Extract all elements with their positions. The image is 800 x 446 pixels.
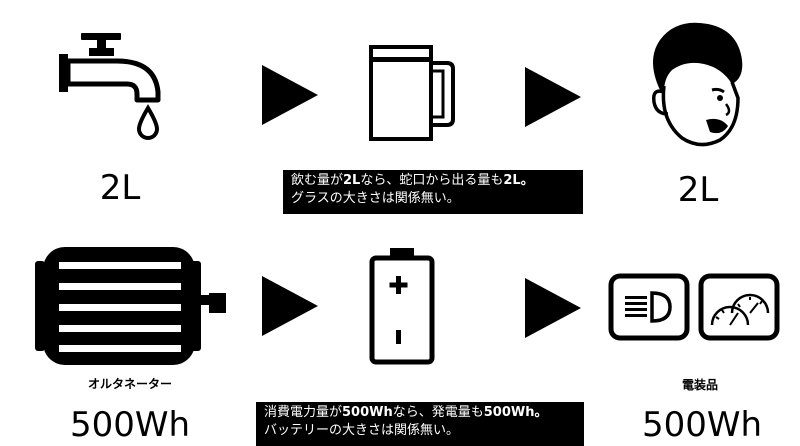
arrow-right-icon <box>525 278 581 338</box>
electric-caption: 消費電力量が500Whなら、発電量も500Wh。 バッテリーの大きさは関係無い。 <box>256 402 584 446</box>
battery-icon <box>368 248 436 366</box>
faucet-icon <box>55 32 165 140</box>
electrical-equipment-label: 電装品 <box>681 378 718 392</box>
water-caption-line1: 飲む量が2Lなら、蛇口から出る量も2L。 <box>291 173 534 188</box>
arrow-right-icon <box>525 67 581 127</box>
alternator-icon <box>35 247 230 365</box>
electric-caption-line1: 消費電力量が500Whなら、発電量も500Wh。 <box>264 405 548 420</box>
water-caption-line2: グラスの大きさは関係無い。 <box>291 191 460 206</box>
faucet-volume-value: 2L <box>99 168 141 208</box>
drink-volume-value: 2L <box>677 170 719 210</box>
alternator-label: オルタネーター <box>87 377 172 391</box>
electric-caption-line2: バッテリーの大きさは関係無い。 <box>264 423 460 438</box>
consumption-value: 500Wh <box>641 405 763 445</box>
arrow-right-icon <box>262 276 318 336</box>
gauges-icon <box>698 273 780 341</box>
arrow-right-icon <box>262 65 318 125</box>
generation-value: 500Wh <box>69 405 191 445</box>
person-face-icon <box>642 20 747 152</box>
water-caption: 飲む量が2Lなら、蛇口から出る量も2L。 グラスの大きさは関係無い。 <box>283 170 583 214</box>
beer-mug-icon <box>367 43 455 143</box>
headlight-icon <box>608 273 690 341</box>
